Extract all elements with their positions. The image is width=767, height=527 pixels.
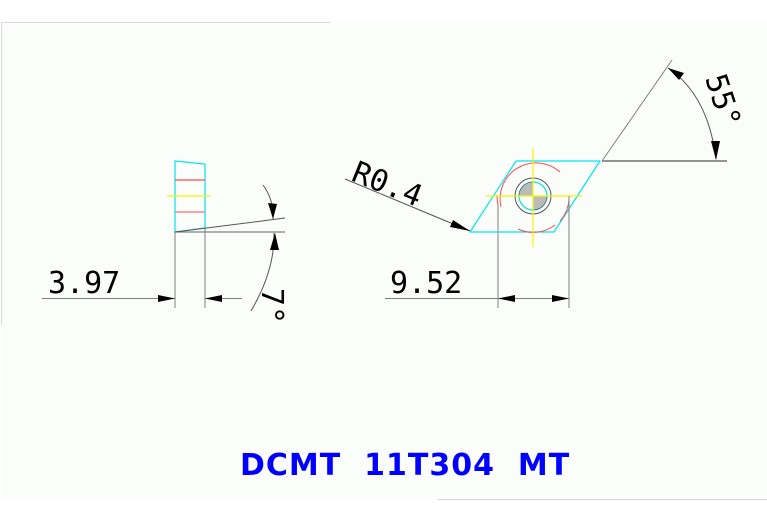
inscribed-circle-dimension-label: 9.52	[390, 266, 462, 301]
drawing-panel	[1, 22, 767, 499]
insert-designation-title: DCMT 11T304 MT	[240, 448, 571, 483]
thickness-dimension-label: 3.97	[48, 266, 120, 301]
top-view	[344, 59, 727, 308]
clearance-angle-label: 7°	[254, 288, 289, 324]
side-view	[42, 160, 286, 312]
